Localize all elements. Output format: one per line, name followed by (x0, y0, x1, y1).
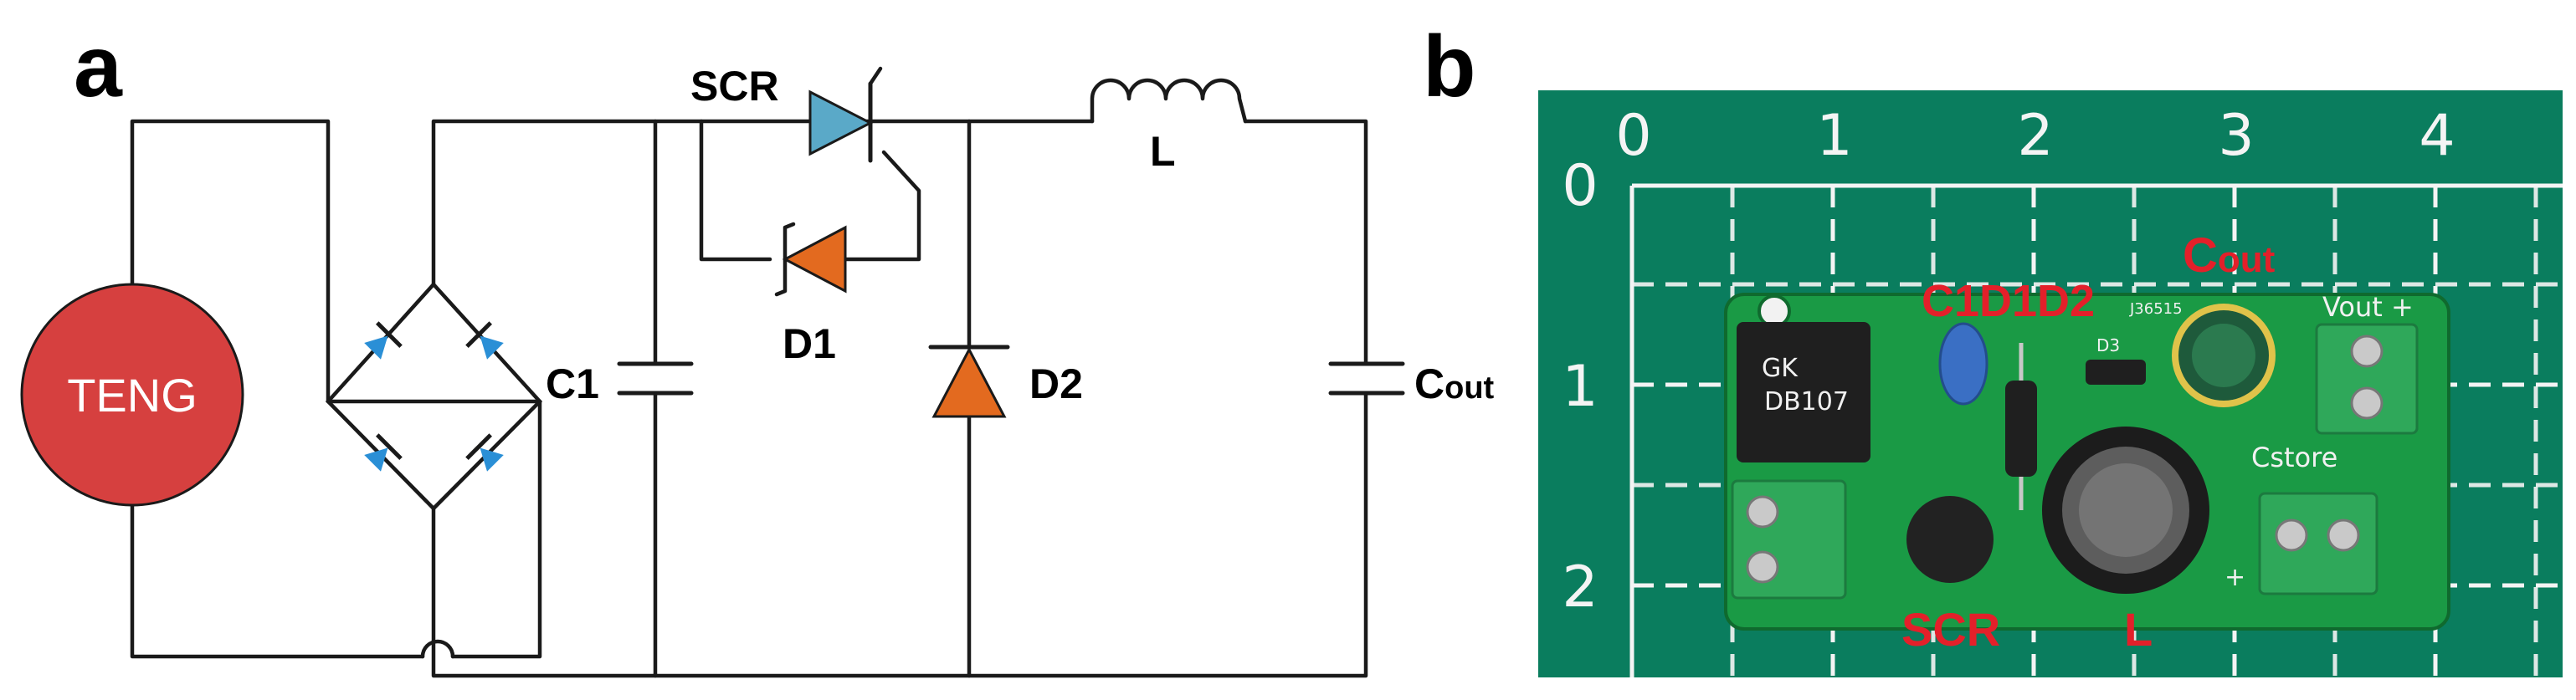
ruler-x-1: 1 (1816, 103, 1852, 169)
ruler-y-2: 2 (1562, 554, 1598, 621)
inductor-part (2042, 427, 2209, 594)
ruler-x-0: 0 (1615, 103, 1651, 169)
bridge-chip-text-1: GK (1762, 354, 1799, 383)
annotation-l: L (2124, 603, 2153, 656)
circuit-wires (130, 119, 1368, 678)
ruler-x-4: 4 (2419, 103, 2455, 169)
inductor-label: L (1150, 128, 1176, 175)
annotation-cout-main: C (2183, 228, 2218, 283)
panel-b-letter: b (1423, 18, 1476, 115)
capacitor-c1: C1 (546, 360, 694, 407)
ruler-x-2: 2 (2017, 103, 2053, 169)
d2-label: D2 (1029, 360, 1083, 407)
diode-d1-part (2005, 381, 2037, 477)
capacitor-cout: Cout (1328, 360, 1495, 407)
bridge-chip-text-2: DB107 (1764, 387, 1849, 416)
terminal-cstore (2258, 492, 2378, 595)
teng-label: TENG (67, 369, 198, 422)
photo-annotations: Cout C1D1D2 SCR L (1901, 228, 2276, 656)
silk-d3: D3 (2096, 335, 2120, 355)
teng-source: TENG (20, 283, 244, 507)
cout-label-sub: out (1445, 370, 1494, 406)
terminal-vout (2315, 323, 2419, 435)
scr-label: SCR (690, 63, 779, 110)
pcb-board: GK DB107 D3 J36515 (1724, 291, 2450, 631)
ruler-x: 0 1 2 3 4 (1615, 103, 2455, 169)
panel-b: b 0 1 2 3 4 (1423, 18, 2563, 677)
diode-d2-part (2086, 360, 2146, 385)
capacitor-c1-part (1938, 322, 1988, 406)
ruler-y-0: 0 (1562, 153, 1598, 219)
ruler-y-1: 1 (1562, 354, 1598, 420)
annotation-c1d1d2: C1D1D2 (1922, 276, 2095, 326)
silk-plus: + (2224, 563, 2245, 592)
bridge-rectifier-chip: GK DB107 (1737, 322, 1870, 462)
cout-label: Cout (1414, 360, 1495, 407)
zener-d1: D1 (774, 222, 847, 367)
inductor-l: L (1090, 78, 1248, 175)
panel-a: a TENG (20, 18, 1495, 678)
annotation-cout: Cout (2183, 228, 2276, 283)
diode-d2: D2 (928, 345, 1083, 418)
bridge-rectifier (325, 281, 543, 512)
terminal-input (1731, 479, 1847, 600)
silk-serial: J36515 (2129, 300, 2183, 318)
capacitor-cout-part (2172, 304, 2276, 407)
ruler-x-3: 3 (2218, 103, 2254, 169)
annotation-cout-sub: out (2218, 239, 2276, 280)
c1-label: C1 (546, 360, 599, 407)
ruler-y: 0 1 2 (1562, 153, 1598, 621)
silk-vout: Vout + (2322, 291, 2414, 323)
cout-label-main: C (1414, 360, 1445, 407)
d1-label: D1 (783, 320, 836, 367)
scr-part (1906, 496, 1994, 583)
silk-cstore: Cstore (2251, 442, 2337, 473)
panel-a-letter: a (74, 18, 123, 115)
annotation-scr: SCR (1901, 603, 2000, 656)
scr-thyristor: SCR (690, 63, 883, 163)
